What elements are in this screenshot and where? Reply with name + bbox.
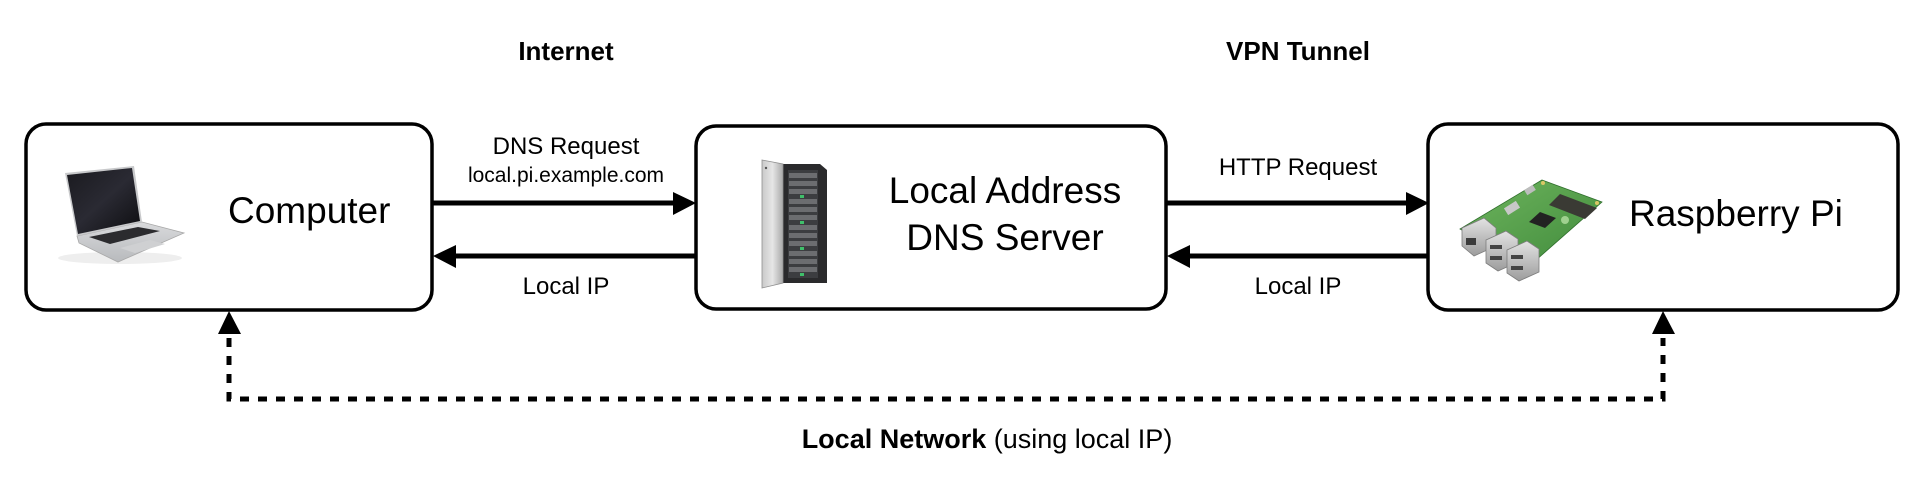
vpn-tunnel-section-label: VPN Tunnel xyxy=(1226,36,1370,66)
raspberry-pi-board-icon xyxy=(1459,179,1603,282)
dns-server-node: Local Address DNS Server xyxy=(694,124,1168,311)
edge-dns-local-ip: Local IP xyxy=(433,245,696,300)
http-request-label: HTTP Request xyxy=(1219,154,1378,181)
server-rack-icon xyxy=(761,159,827,289)
dns-local-ip-label: Local IP xyxy=(523,273,610,300)
http-request-arrowhead xyxy=(1406,192,1429,215)
local-network-label: Local Network (using local IP) xyxy=(802,424,1173,454)
local-network-label-detail: (using local IP) xyxy=(986,424,1172,454)
edge-dns-request: DNS Request local.pi.example.com xyxy=(433,133,696,215)
computer-node: Computer xyxy=(24,122,434,312)
edge-pi-local-ip: Local IP xyxy=(1167,245,1428,300)
dns-request-hostname: local.pi.example.com xyxy=(468,164,664,187)
dns-local-ip-arrowhead xyxy=(433,245,456,268)
local-network-arrowhead-computer xyxy=(218,311,241,334)
edge-local-network xyxy=(218,311,1675,402)
dns-server-label-line2: DNS Server xyxy=(906,217,1103,258)
computer-label: Computer xyxy=(228,190,390,231)
raspberry-pi-node: Raspberry Pi xyxy=(1426,122,1900,312)
internet-section-label: Internet xyxy=(518,36,614,66)
local-network-label-bold: Local Network xyxy=(802,424,988,454)
local-network-dashed-line xyxy=(226,338,1666,402)
laptop-icon xyxy=(58,166,186,264)
dns-server-label-line1: Local Address xyxy=(889,170,1121,211)
raspberry-pi-box xyxy=(1426,122,1900,312)
dns-request-label: DNS Request xyxy=(493,133,640,160)
local-network-arrowhead-pi xyxy=(1652,311,1675,334)
pi-local-ip-label: Local IP xyxy=(1255,273,1342,300)
edge-http-request: HTTP Request xyxy=(1167,154,1429,215)
raspberry-pi-label: Raspberry Pi xyxy=(1629,193,1843,234)
pi-local-ip-arrowhead xyxy=(1167,245,1190,268)
dns-request-arrowhead xyxy=(673,192,696,215)
